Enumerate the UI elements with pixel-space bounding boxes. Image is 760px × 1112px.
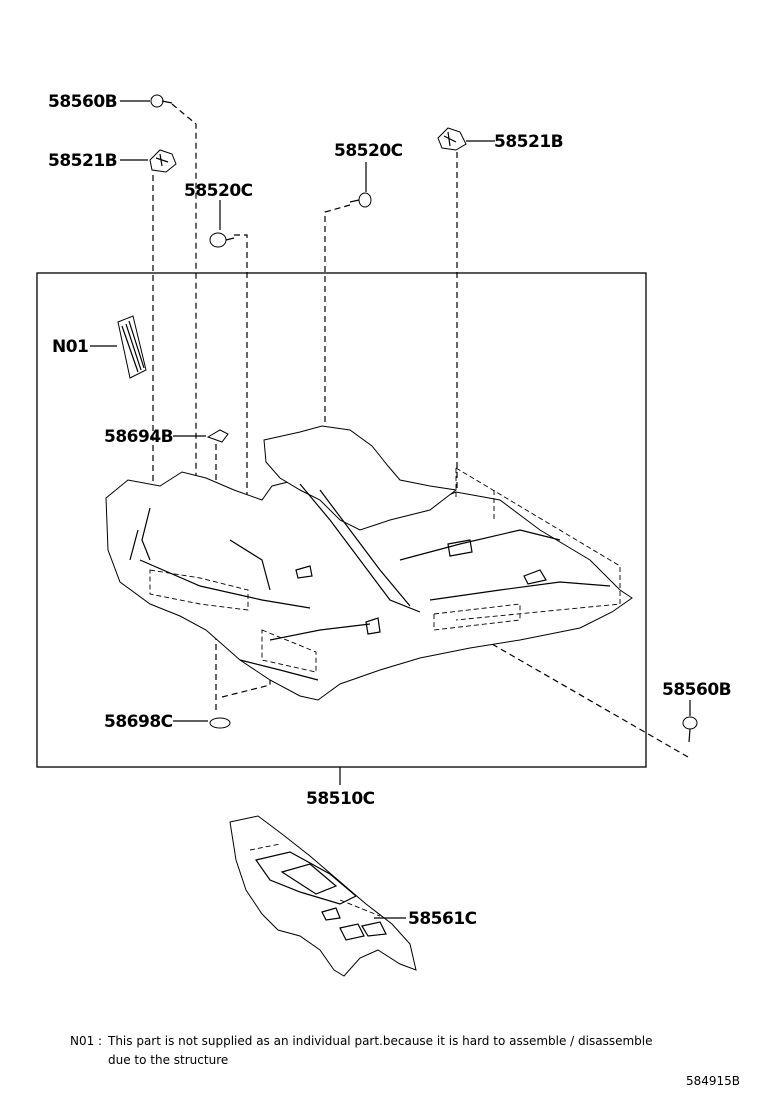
bracket-58521b-left-icon [149,149,177,173]
bracket-58521b-right-icon [437,127,467,151]
label-58560b-right: 58560B [662,680,731,700]
label-58521b-left: 58521B [48,151,117,171]
label-58698c: 58698C [104,712,173,732]
pad-58694b-icon [206,429,229,443]
clip-58560b-right-icon [682,716,698,743]
footnote-line1: This part is not supplied as an individu… [108,1034,653,1048]
tunnel-cover-58561c [229,815,417,977]
label-58520c-right: 58520C [334,141,403,161]
label-58521b-right: 58521B [494,132,563,152]
label-58560b-top: 58560B [48,92,117,112]
label-58561c: 58561C [408,909,477,929]
label-58694b: 58694B [104,427,173,447]
label-58520c-left: 58520C [184,181,253,201]
clip-58520c-right-icon [349,192,372,208]
pad-58698c-icon [209,717,231,729]
diagram-code: 584915B [686,1074,741,1088]
footnote: N01 : This part is not supplied as an in… [70,1032,730,1067]
label-58510c: 58510C [306,789,375,809]
label-n01: N01 [52,337,88,357]
assembly-frame [36,272,647,768]
clip-58520c-left-icon [209,232,235,248]
clip-58560b-top-icon [150,94,173,108]
accelerator-pedal-icon [117,315,147,379]
footnote-line2: due to the structure [108,1053,229,1067]
floor-carpet-assembly [105,425,633,701]
footnote-key: N01 : [70,1034,103,1048]
